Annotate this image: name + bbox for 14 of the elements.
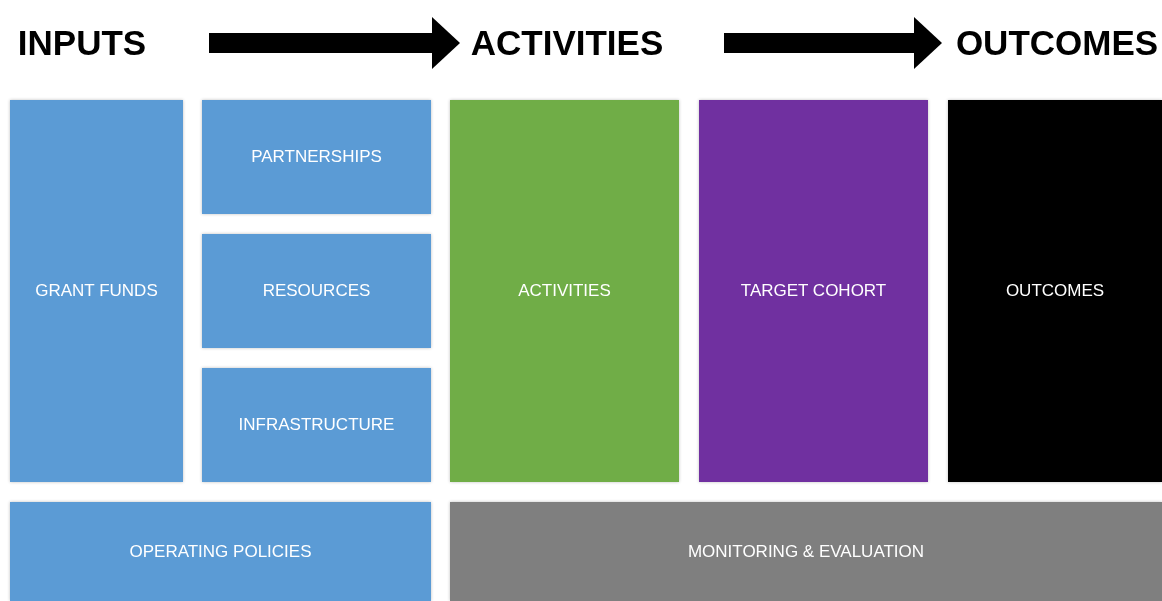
column-heading: INPUTS bbox=[15, 20, 149, 66]
category-box: MONITORING & EVALUATION bbox=[450, 502, 1162, 601]
category-box: TARGET COHORT bbox=[699, 100, 928, 482]
category-box: OPERATING POLICIES bbox=[10, 502, 431, 601]
column-heading: ACTIVITIES bbox=[470, 20, 664, 66]
category-box: OUTCOMES bbox=[948, 100, 1162, 482]
arrow bbox=[209, 17, 460, 69]
category-box: GRANT FUNDS bbox=[10, 100, 183, 482]
category-box: ACTIVITIES bbox=[450, 100, 679, 482]
column-heading: OUTCOMES bbox=[952, 20, 1162, 66]
category-box: INFRASTRUCTURE bbox=[202, 368, 431, 482]
arrow bbox=[724, 17, 942, 69]
category-box: PARTNERSHIPS bbox=[202, 100, 431, 214]
category-box: RESOURCES bbox=[202, 234, 431, 348]
